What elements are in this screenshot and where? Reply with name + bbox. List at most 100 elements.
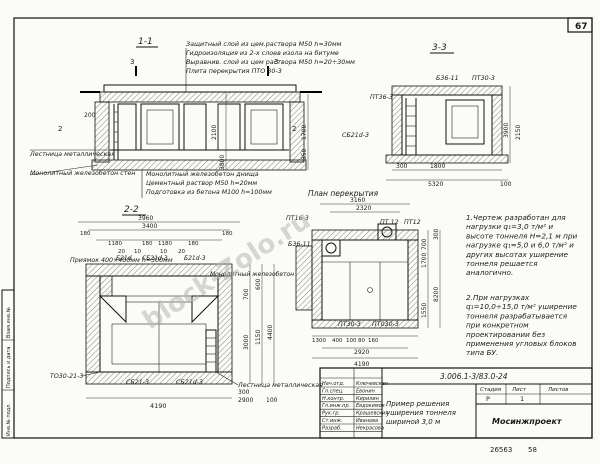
plan-dim-right-3: 1550 <box>421 303 428 318</box>
section-1-1: 1-1 3 3 2 2 Защитный слой из цем.раствор… <box>29 37 355 198</box>
plan-dim-bot-5: 2920 <box>354 349 369 356</box>
s22-label-b21d3: Б21d-3 <box>184 255 206 262</box>
section-3-3-title: 3-3 <box>432 43 447 53</box>
s22-dim-side-3: 1150 <box>255 330 262 345</box>
plan-dim-right-1: 8200 <box>433 287 440 302</box>
sheet-value: 1 <box>520 395 524 403</box>
bottom-sheet-index: 58 <box>528 446 537 454</box>
s22-label-sb21d: СБ21d-3 <box>142 255 168 262</box>
sheet-frame <box>13 17 593 439</box>
layer-note-1: Гидроизоляция из 2-х слоев изола на биту… <box>186 49 339 57</box>
floor-note-1: Цементный раствор М50 h=20мм <box>146 180 257 187</box>
doc-code: 3.006.1-3/83.0-24 <box>440 372 508 381</box>
s22-dim-side-2: 600 <box>255 278 262 290</box>
s22-label-ladder: Лестница металлическая <box>237 382 323 389</box>
layer-note-0: Защитный слой из цем.раствора М50 h=30мм <box>186 40 342 48</box>
s11-dim-2: 2100 <box>211 125 218 140</box>
s22-dim-top-7: 180 <box>188 241 199 247</box>
plan-dim-right-4: 300 <box>433 228 440 240</box>
s22-dim-top-3: 180 <box>222 231 233 237</box>
s11-dim-1: 1700 <box>301 125 308 140</box>
page-number-box <box>567 17 593 33</box>
cut-mark-3b: 3 <box>274 58 278 66</box>
s22-dim-top-2: 180 <box>80 231 91 237</box>
section-1-1-title: 1-1 <box>138 37 153 47</box>
s22-dim-top-11: 20 <box>178 249 185 255</box>
plan-label-b36: Б36-11 <box>288 241 311 248</box>
sheets-header: Листов <box>547 387 569 393</box>
sheet-header: Лист <box>511 387 527 393</box>
name-3: Евдокимов <box>356 403 385 409</box>
s22-dim-side-4: 4400 <box>267 325 274 340</box>
plan-label-pt16: ПТ16-3 <box>286 215 309 222</box>
callout-monolith-walls: Монолитный железобетон стен <box>30 169 135 177</box>
name-6: Некрасова <box>356 425 384 431</box>
name-5: Иванова <box>356 418 378 424</box>
role-4: Рук.гр. <box>322 411 340 417</box>
s33-label-b36: Б36-11 <box>436 75 459 82</box>
section-2-2-title: 2-2 <box>124 205 139 215</box>
cut-mark-2a: 2 <box>58 125 62 133</box>
cut-mark-3a: 3 <box>130 58 134 66</box>
roles-list: Нач.отд.КлючевскаяГл.спец.ЕвонинН.контр.… <box>320 381 388 432</box>
floor-note-2: Подготовка из бетона М100 h=100мм <box>146 188 272 196</box>
s33-label-pt36: ПТ36-3 <box>370 94 393 101</box>
s22-dim-side-5: 300 <box>238 389 250 396</box>
s33-dim-1: 2150 <box>515 125 522 140</box>
section-2-2: 2-2 3960 3400 180 180 1180 180 1180 180 … <box>50 205 323 410</box>
plan-dim-top-0: 3160 <box>350 197 365 204</box>
page-number: 67 <box>575 22 588 32</box>
s11-dim-0: 350 <box>301 148 308 160</box>
role-0: Нач.отд. <box>322 381 344 387</box>
s33-label-sb21: СБ21d-3 <box>342 132 369 139</box>
plan-label-pt12a: ПТ 12 <box>380 219 399 226</box>
name-0: Ключевская <box>356 381 388 387</box>
section-3-3: 3-3 Б36-11 ПТ30-3 ПТ36-3 СБ21d-3 3900 21… <box>342 43 522 188</box>
role-6: Разраб. <box>322 425 342 431</box>
plan-dim-bot-0: 1300 <box>312 338 326 344</box>
plan-dim-bot-1: 400 <box>332 338 343 344</box>
left-stamp: Инв.№ подл. Подпись и дата Взам.инв.№ <box>1 289 15 439</box>
s11-dim-3: 3800 <box>219 155 226 170</box>
stamp-sign: Подпись и дата <box>6 347 12 388</box>
plan-view: План перекрытия 3160 2320 ПТ16-3 ПТ 12 П… <box>286 189 441 368</box>
s22-dim-side-1: 700 <box>243 288 250 300</box>
plan-dim-bot-4: 160 <box>368 338 379 344</box>
stamp-vzam: Взам.инв.№ <box>6 306 12 338</box>
s22-label-sb21d-3: СБ21d-3 <box>176 379 203 386</box>
s22-dim-top-10: 10 <box>160 249 167 255</box>
plan-dim-bot-2: 100 <box>346 338 357 344</box>
callout-ladder-1: Лестница металлическая <box>29 151 115 158</box>
s22-label-pit: Приямок 400×400мм h=300мм <box>70 257 173 264</box>
stage-header: Стадия <box>480 387 502 393</box>
plan-dim-right-0: 1700 <box>421 253 428 268</box>
plan-label-pt30: ПТ30-3 <box>338 321 361 328</box>
plan-dim-right-2: 700 <box>421 238 428 250</box>
name-1: Евонин <box>356 388 376 394</box>
s22-label-to30: ТО30-21-3 <box>50 373 83 380</box>
s33-dim-2: 1800 <box>430 163 445 170</box>
s22-dim-top-4: 1180 <box>108 241 122 247</box>
s33-dim-0: 3900 <box>503 123 510 138</box>
layer-note-3: Плита перекрытия ПТО 30-3 <box>186 67 282 75</box>
s33-dim-5: 100 <box>500 181 512 188</box>
bottom-code: 26563 <box>490 446 512 454</box>
s22-dim-side-0: 3000 <box>243 335 250 350</box>
role-3: Гл.инж.пр. <box>322 403 350 409</box>
s22-dim-bottom: 4190 <box>150 402 167 410</box>
plan-title: План перекрытия <box>308 189 379 198</box>
s22-dim-top-5: 180 <box>142 241 153 247</box>
plan-label-pt12b: ПТ12 <box>404 219 421 226</box>
s22-dim-top-0: 3960 <box>138 215 153 222</box>
s22-label-sb21: СБ21-3 <box>126 379 149 386</box>
s22-dim-side-7: 100 <box>266 397 278 404</box>
role-1: Гл.спец. <box>322 388 344 394</box>
s22-dim-top-6: 1180 <box>158 241 172 247</box>
organization: Мосинжпроект <box>492 417 563 426</box>
layer-note-2: Выравнив. слой из цем раствора М50 h=20÷… <box>186 58 355 66</box>
s11-dim-4: 200 <box>84 112 96 119</box>
